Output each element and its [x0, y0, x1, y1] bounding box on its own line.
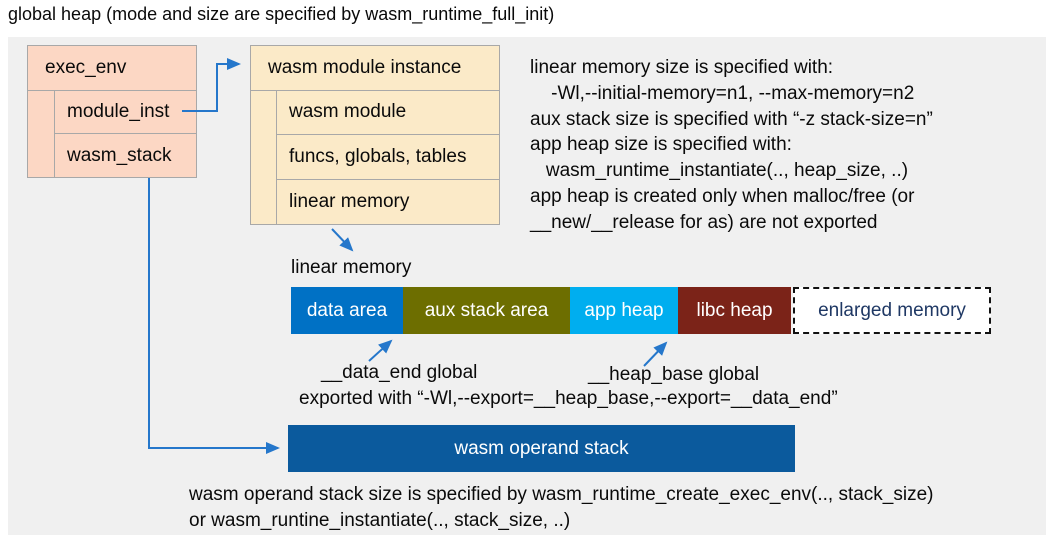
heap-base-label: __heap_base global	[588, 364, 760, 385]
exec-env-rows: module_inst wasm_stack	[54, 90, 196, 177]
exec-env-row-module-inst: module_inst	[54, 90, 196, 133]
segment-app-heap: app heap	[570, 287, 678, 334]
page-title: global heap (mode and size are specified…	[8, 4, 555, 24]
module-instance-header: wasm module instance	[251, 46, 499, 91]
data-end-label: __data_end global	[321, 362, 478, 383]
memory-note-line: -Wl,--initial-memory=n1, --max-memory=n2	[530, 82, 915, 104]
footer-line: wasm operand stack size is specified by …	[189, 484, 934, 505]
memory-note-line: __new/__release for as) are not exported	[530, 211, 878, 233]
memory-note-line: aux stack size is specified with “-z sta…	[530, 108, 933, 130]
module-instance-box: wasm module instance wasm module funcs, …	[250, 45, 500, 225]
operand-stack-bar: wasm operand stack	[288, 425, 795, 472]
memory-note-line: linear memory size is specified with:	[530, 57, 834, 78]
footer-line: or wasm_runtine_instantiate(.., stack_si…	[189, 510, 571, 531]
module-instance-row-linear-memory: linear memory	[276, 179, 499, 224]
segment-data-area: data area	[291, 287, 403, 334]
exec-env-row-wasm-stack: wasm_stack	[54, 133, 196, 177]
module-instance-row-funcs-globals-tables: funcs, globals, tables	[276, 134, 499, 179]
exec-env-header: exec_env	[28, 46, 196, 91]
memory-note-line: wasm_runtime_instantiate(.., heap_size, …	[530, 160, 909, 182]
segment-enlarged-memory: enlarged memory	[793, 287, 991, 334]
footer-note: wasm operand stack size is specified by …	[189, 482, 934, 534]
export-note: exported with “-Wl,--export=__heap_base,…	[299, 388, 838, 409]
memory-note-line: app heap size is specified with:	[530, 134, 792, 156]
linear-memory-bar: data area aux stack area app heap libc h…	[291, 287, 991, 334]
exec-env-box: exec_env module_inst wasm_stack	[27, 45, 197, 178]
linear-memory-caption: linear memory	[291, 257, 412, 278]
memory-notes: linear memory size is specified with: -W…	[530, 55, 933, 236]
module-instance-row-wasm-module: wasm module	[276, 90, 499, 134]
segment-aux-stack-area: aux stack area	[403, 287, 570, 334]
module-instance-rows: wasm module funcs, globals, tables linea…	[276, 90, 499, 224]
segment-libc-heap: libc heap	[678, 287, 791, 334]
memory-note-line: app heap is created only when malloc/fre…	[530, 185, 915, 207]
